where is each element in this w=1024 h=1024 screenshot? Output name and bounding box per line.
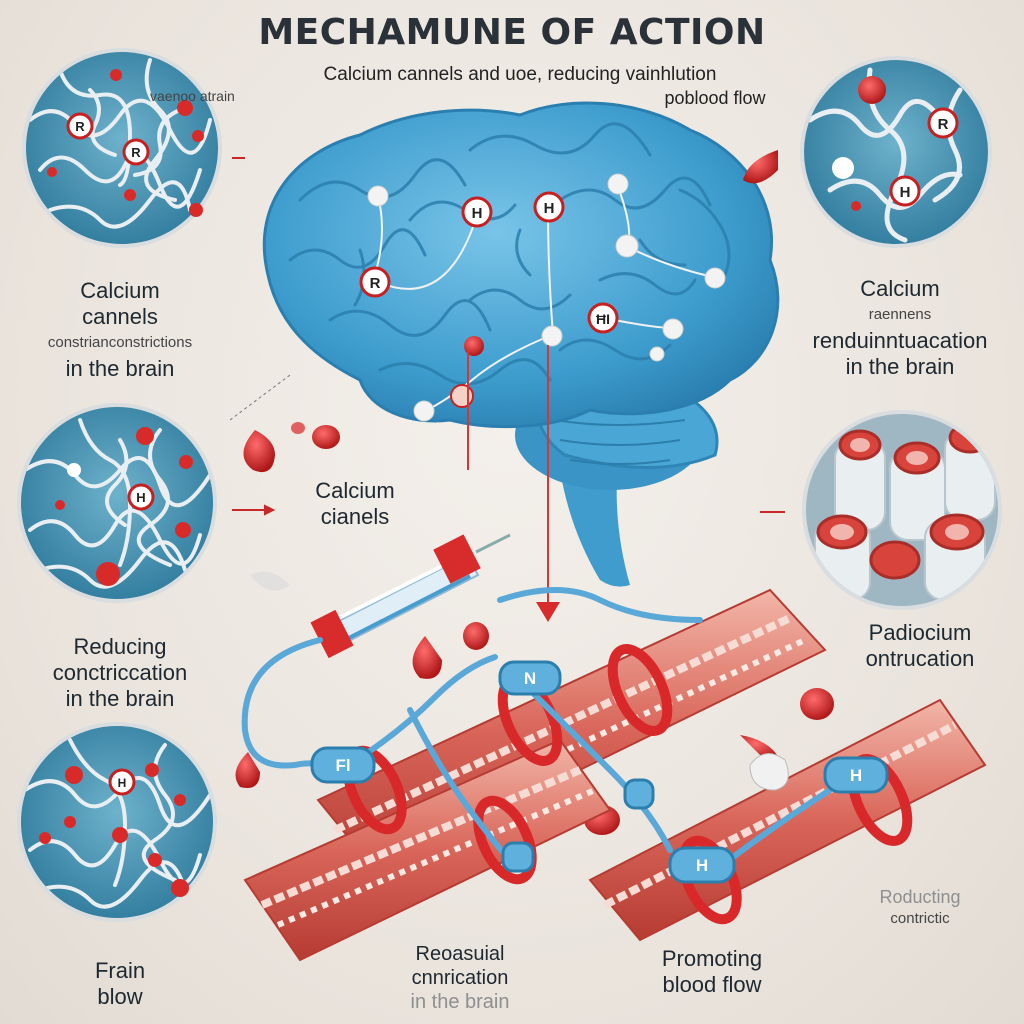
center-label-calcium-channels: Calcium cianels bbox=[270, 478, 440, 530]
vessel-constriction-rings bbox=[343, 644, 913, 925]
brain-illustration: H H R ĦI bbox=[262, 101, 780, 622]
left-label-3-line-1: Frain bbox=[94, 958, 146, 983]
bottom-label-right-line-2: blood flow bbox=[662, 972, 762, 997]
left-label-2-line-3: in the brain bbox=[65, 686, 175, 711]
molecule-node-icon: N Fl H H bbox=[310, 660, 889, 884]
bottom-label-right-line-1: Promoting bbox=[661, 946, 763, 971]
subtitle-line-1: Calcium cannels and uoe, reducing vainhl… bbox=[323, 64, 717, 85]
subtitle-line-2-right: poblood flow bbox=[664, 88, 766, 108]
left-label-1-line-1: Calcium bbox=[80, 278, 160, 303]
syringe-icon bbox=[250, 533, 511, 659]
svg-text:H: H bbox=[472, 205, 483, 222]
center-label-line-1: Calcium bbox=[315, 478, 395, 503]
neuron-circle-top-right: R H bbox=[800, 56, 992, 248]
right-label-2: Padiocium ontrucation bbox=[830, 620, 1010, 672]
svg-text:R: R bbox=[370, 275, 381, 292]
bottom-label-left-line-3: in the brain bbox=[410, 991, 510, 1013]
svg-text:H: H bbox=[118, 776, 127, 790]
left-label-3-line-2: blow bbox=[97, 984, 143, 1009]
svg-text:Fl: Fl bbox=[335, 756, 350, 775]
page-title: MECHAMUNE OF ACTION bbox=[258, 12, 766, 53]
right-label-1-line-3: renduinntuacation bbox=[812, 328, 988, 353]
molecule-node-icon: R R bbox=[66, 112, 150, 166]
molecule-node-icon: H bbox=[108, 768, 136, 796]
left-label-1-line-3: constrianconstrictions bbox=[47, 334, 193, 351]
neuron-circle-bottom-left: H bbox=[17, 722, 217, 922]
svg-text:H: H bbox=[850, 766, 862, 785]
neuron-circle-mid-left: H bbox=[17, 403, 217, 603]
right-label-1-line-4: in the brain bbox=[845, 354, 955, 379]
molecule-node-icon: H bbox=[127, 483, 155, 511]
svg-text:H: H bbox=[136, 490, 145, 505]
left-label-2-line-2: conctriccation bbox=[52, 660, 188, 685]
center-label-line-2: cianels bbox=[320, 504, 390, 529]
right-label-1-line-2: raennens bbox=[868, 306, 932, 323]
svg-text:N: N bbox=[524, 669, 536, 688]
right-label-1: Calcium raennens renduinntuacation in th… bbox=[800, 276, 1000, 380]
svg-text:H: H bbox=[900, 184, 911, 201]
right-label-3-line-1: Roducting bbox=[879, 887, 961, 907]
right-label-1-line-1: Calcium bbox=[860, 276, 940, 301]
left-label-1-line-4: in the brain bbox=[65, 356, 175, 381]
subtitle-line-2-left: vaenoo atrain bbox=[150, 88, 235, 104]
neuron-circle-top-left: R R bbox=[22, 48, 222, 248]
right-label-2-line-1: Padiocium bbox=[868, 620, 972, 645]
catheter-tubes bbox=[241, 587, 833, 878]
svg-text:R: R bbox=[75, 119, 85, 134]
bottom-label-left-line-1: Reoasuial bbox=[415, 943, 505, 965]
bottom-label-left-line-2: cnnrication bbox=[411, 967, 509, 989]
left-label-1: Calcium cannels constrianconstrictions i… bbox=[20, 278, 220, 382]
svg-text:H: H bbox=[696, 856, 708, 875]
vessel-circle-right bbox=[802, 410, 1002, 610]
svg-text:H: H bbox=[544, 200, 555, 217]
left-label-3: Frain blow bbox=[60, 958, 180, 1010]
bottom-label-right: Promoting blood flow bbox=[612, 946, 812, 998]
left-label-1-line-2: cannels bbox=[82, 304, 158, 329]
svg-text:R: R bbox=[131, 145, 141, 160]
arrow-icon bbox=[232, 157, 785, 516]
right-label-2-line-2: ontrucation bbox=[865, 646, 975, 671]
molecule-node-icon: H H R ĦI bbox=[359, 191, 619, 408]
bottom-label-left: Reoasuial cnnrication in the brain bbox=[365, 942, 555, 1014]
svg-text:ĦI: ĦI bbox=[596, 311, 610, 327]
molecule-node-icon: R H bbox=[889, 107, 959, 207]
right-label-3: Roducting contrictic bbox=[850, 886, 990, 930]
left-label-2: Reducing conctriccation in the brain bbox=[15, 634, 225, 712]
svg-text:R: R bbox=[938, 116, 949, 133]
left-label-2-line-1: Reducing bbox=[73, 634, 167, 659]
right-label-3-line-2: contrictic bbox=[890, 910, 950, 927]
